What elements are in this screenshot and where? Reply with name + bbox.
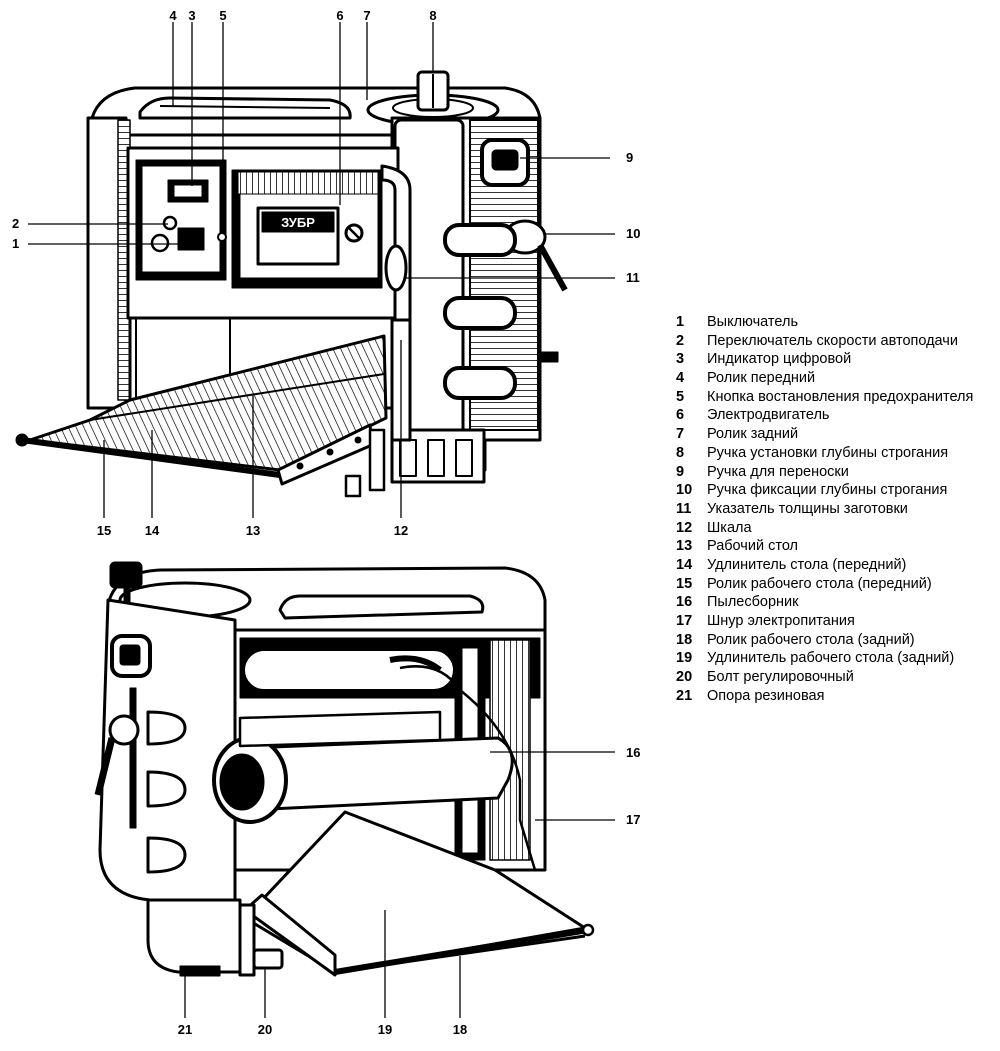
- legend-text: Ролик рабочего стола (задний): [707, 631, 915, 648]
- callout-18: 18: [453, 1022, 467, 1037]
- callout-10: 10: [626, 226, 640, 241]
- legend-item: 7 Ролик задний: [676, 425, 973, 444]
- callout-12: 12: [394, 523, 408, 538]
- legend-item: 3 Индикатор цифровой: [676, 350, 973, 369]
- legend-number: 18: [676, 631, 693, 648]
- callout-numbers: 4 3 5 6 7 8 9 10 11 2 1 15 14 13 12 16 1…: [12, 8, 640, 1037]
- rear-table-roller: [334, 927, 589, 975]
- legend-item: 12 Шкала: [676, 519, 973, 538]
- legend-item: 16 Пылесборник: [676, 593, 973, 612]
- callout-5: 5: [219, 8, 226, 23]
- planer-front-view: ЗУБР: [15, 22, 615, 518]
- legend-text: Удлинитель стола (передний): [707, 556, 907, 573]
- legend-number: 12: [676, 519, 693, 536]
- legend-number: 21: [676, 687, 693, 704]
- legend-number: 4: [676, 370, 685, 387]
- legend-item: 17 Шнур электропитания: [676, 612, 973, 631]
- legend-item: 2 Переключатель скорости автоподачи: [676, 332, 973, 351]
- callout-6: 6: [336, 8, 343, 23]
- legend-item: 1 Выключатель: [676, 313, 973, 332]
- adjust-bolt: [252, 948, 284, 970]
- callout-20: 20: [258, 1022, 272, 1037]
- callout-16: 16: [626, 745, 640, 760]
- legend-item: 14 Удлинитель стола (передний): [676, 556, 973, 575]
- legend-item: 18 Ролик рабочего стола (задний): [676, 631, 973, 650]
- callout-21: 21: [178, 1022, 192, 1037]
- brand-label: ЗУБР: [281, 215, 315, 230]
- legend-item: 21 Опора резиновая: [676, 687, 973, 706]
- legend-number: 8: [676, 444, 685, 461]
- legend-number: 1: [676, 314, 685, 330]
- legend-text: Ручка для переноски: [707, 463, 849, 480]
- speed-switch: [162, 215, 178, 231]
- callout-11: 11: [626, 270, 640, 285]
- power-switch: [177, 227, 205, 251]
- callout-4: 4: [169, 8, 177, 23]
- legend-text: Переключатель скорости автоподачи: [707, 332, 958, 349]
- legend-text: Шкала: [707, 519, 752, 536]
- legend-text: Ролик передний: [707, 370, 816, 387]
- legend-number: 7: [676, 426, 685, 443]
- legend-number: 16: [676, 594, 693, 611]
- front-table-roller: [21, 437, 281, 478]
- legend-number: 3: [676, 351, 685, 368]
- dust-collector: [246, 736, 514, 812]
- callout-2: 2: [12, 216, 19, 231]
- callout-9: 9: [626, 150, 633, 165]
- legend-text: Шнур электропитания: [707, 613, 855, 629]
- legend-item: 4 Ролик передний: [676, 369, 973, 388]
- legend-item: 11 Указатель толщины заготовки: [676, 500, 973, 519]
- legend-item: 13 Рабочий стол: [676, 537, 973, 556]
- legend-text: Выключатель: [707, 314, 798, 330]
- legend-text: Рабочий стол: [707, 538, 799, 555]
- legend-number: 11: [676, 500, 692, 517]
- legend-text: Пылесборник: [707, 594, 799, 611]
- callout-3: 3: [188, 8, 195, 23]
- callout-13: 13: [246, 523, 260, 538]
- legend-number: 15: [676, 575, 693, 592]
- legend-text: Кнопка востановления предохранителя: [707, 388, 974, 405]
- legend-item: 15 Ролик рабочего стола (передний): [676, 575, 973, 594]
- legend-number: 13: [676, 538, 693, 555]
- legend-number: 2: [676, 332, 685, 349]
- legend-number: 9: [676, 463, 685, 480]
- legend-text: Индикатор цифровой: [707, 351, 852, 368]
- legend-text: Ручка установки глубины строгания: [707, 444, 949, 461]
- callout-7: 7: [363, 8, 370, 23]
- legend-number: 14: [676, 556, 693, 573]
- callout-8: 8: [429, 8, 436, 23]
- callout-15: 15: [97, 523, 111, 538]
- legend-text: Болт регулировочный: [707, 669, 854, 686]
- legend-number: 6: [676, 407, 685, 424]
- callout-19: 19: [378, 1022, 392, 1037]
- callout-1: 1: [12, 236, 19, 251]
- power-cord: [399, 665, 537, 871]
- fuse-reset-button: [217, 232, 227, 242]
- legend-item: 9 Ручка для переноски: [676, 463, 973, 482]
- callout-17: 17: [626, 812, 640, 827]
- legend-item: 19 Удлинитель рабочего стола (задний): [676, 649, 973, 668]
- legend-text: Опора резиновая: [707, 687, 825, 704]
- legend-text: Ручка фиксации глубины строгания: [707, 482, 948, 499]
- legend-text: Электродвигатель: [707, 407, 830, 424]
- callout-14: 14: [145, 523, 160, 538]
- parts-legend: 1 Выключатель 2 Переключатель скорости авто…: [676, 313, 973, 705]
- legend-number: 19: [676, 650, 693, 667]
- legend-item: 8 Ручка установки глубины строгания: [676, 444, 973, 463]
- legend-text: Ролик задний: [707, 426, 799, 443]
- legend-item: 5 Кнопка востановления предохранителя: [676, 388, 973, 407]
- legend-number: 17: [676, 613, 693, 629]
- legend-text: Ролик рабочего стола (передний): [707, 575, 932, 592]
- rubber-foot: [179, 965, 221, 977]
- legend-number: 20: [676, 669, 693, 686]
- legend-item: 10 Ручка фиксации глубины строгания: [676, 481, 973, 500]
- legend-number: 10: [676, 482, 693, 499]
- legend-text: Указатель толщины заготовки: [707, 500, 908, 517]
- legend-item: 20 Болт регулировочный: [676, 668, 973, 687]
- legend-number: 5: [676, 388, 685, 405]
- legend-item: 6 Электродвигатель: [676, 406, 973, 425]
- legend-text: Удлинитель рабочего стола (задний): [707, 650, 955, 667]
- planer-rear-view: [94, 561, 615, 1018]
